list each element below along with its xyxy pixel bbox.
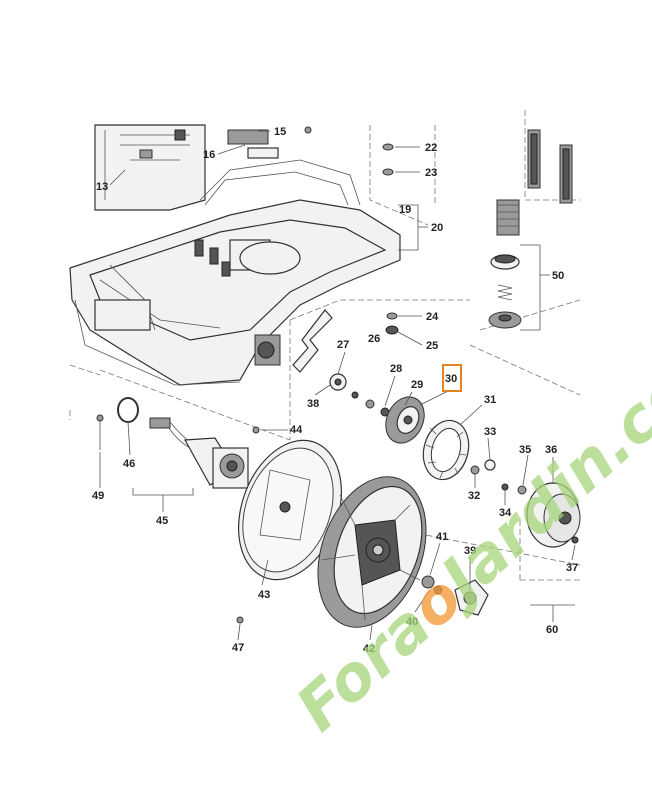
callout-31[interactable]: 31 — [484, 394, 496, 406]
callout-45[interactable]: 45 — [156, 515, 168, 527]
callout-38[interactable]: 38 — [307, 398, 319, 410]
callout-35[interactable]: 35 — [519, 444, 531, 456]
callout-43[interactable]: 43 — [258, 589, 270, 601]
fasteners-group — [304, 126, 399, 335]
callout-24[interactable]: 24 — [426, 311, 439, 323]
callout-34[interactable]: 34 — [499, 507, 512, 519]
highlight-box — [442, 364, 462, 392]
callout-25[interactable]: 25 — [426, 340, 438, 352]
callout-labels: 15 16 13 22 23 19 20 50 24 26 25 27 28 3… — [92, 126, 578, 655]
chassis-frame-part — [94, 124, 279, 211]
callout-32[interactable]: 32 — [468, 490, 480, 502]
callout-49[interactable]: 49 — [92, 490, 104, 502]
lever-part — [292, 309, 390, 417]
callout-19[interactable]: 19 — [399, 204, 411, 216]
callout-28[interactable]: 28 — [390, 363, 402, 375]
motor-harness-part — [96, 397, 260, 489]
callout-47[interactable]: 47 — [232, 642, 244, 654]
callout-46[interactable]: 46 — [123, 458, 135, 470]
callout-27[interactable]: 27 — [337, 339, 349, 351]
callout-42[interactable]: 42 — [363, 643, 375, 655]
hub-cover-part — [421, 575, 489, 616]
callout-37[interactable]: 37 — [566, 562, 578, 574]
ring-gear-part — [422, 419, 470, 481]
callout-20[interactable]: 20 — [431, 222, 443, 234]
callout-60[interactable]: 60 — [546, 624, 558, 636]
callout-23[interactable]: 23 — [425, 167, 437, 179]
callout-26[interactable]: 26 — [368, 333, 380, 345]
callout-13[interactable]: 13 — [96, 181, 108, 193]
callout-30[interactable]: 30 — [445, 373, 457, 385]
callout-22[interactable]: 22 — [425, 142, 437, 154]
height-adjust-assembly-part — [488, 129, 573, 329]
callout-39[interactable]: 39 — [464, 545, 476, 557]
leader-lines — [99, 130, 576, 641]
callout-16[interactable]: 16 — [203, 149, 215, 161]
callout-41[interactable]: 41 — [436, 531, 448, 543]
callout-36[interactable]: 36 — [545, 444, 557, 456]
chassis-body-part — [69, 159, 401, 386]
callout-44[interactable]: 44 — [290, 424, 303, 436]
hub-plate-part — [385, 396, 425, 444]
wheel-motor-part — [526, 482, 581, 548]
wheel-part — [317, 476, 427, 628]
callout-40[interactable]: 40 — [406, 616, 418, 628]
callout-50[interactable]: 50 — [552, 270, 564, 282]
guide-disc-part — [236, 439, 342, 624]
callout-33[interactable]: 33 — [484, 426, 496, 438]
callout-15[interactable]: 15 — [274, 126, 286, 138]
callout-29[interactable]: 29 — [411, 379, 423, 391]
